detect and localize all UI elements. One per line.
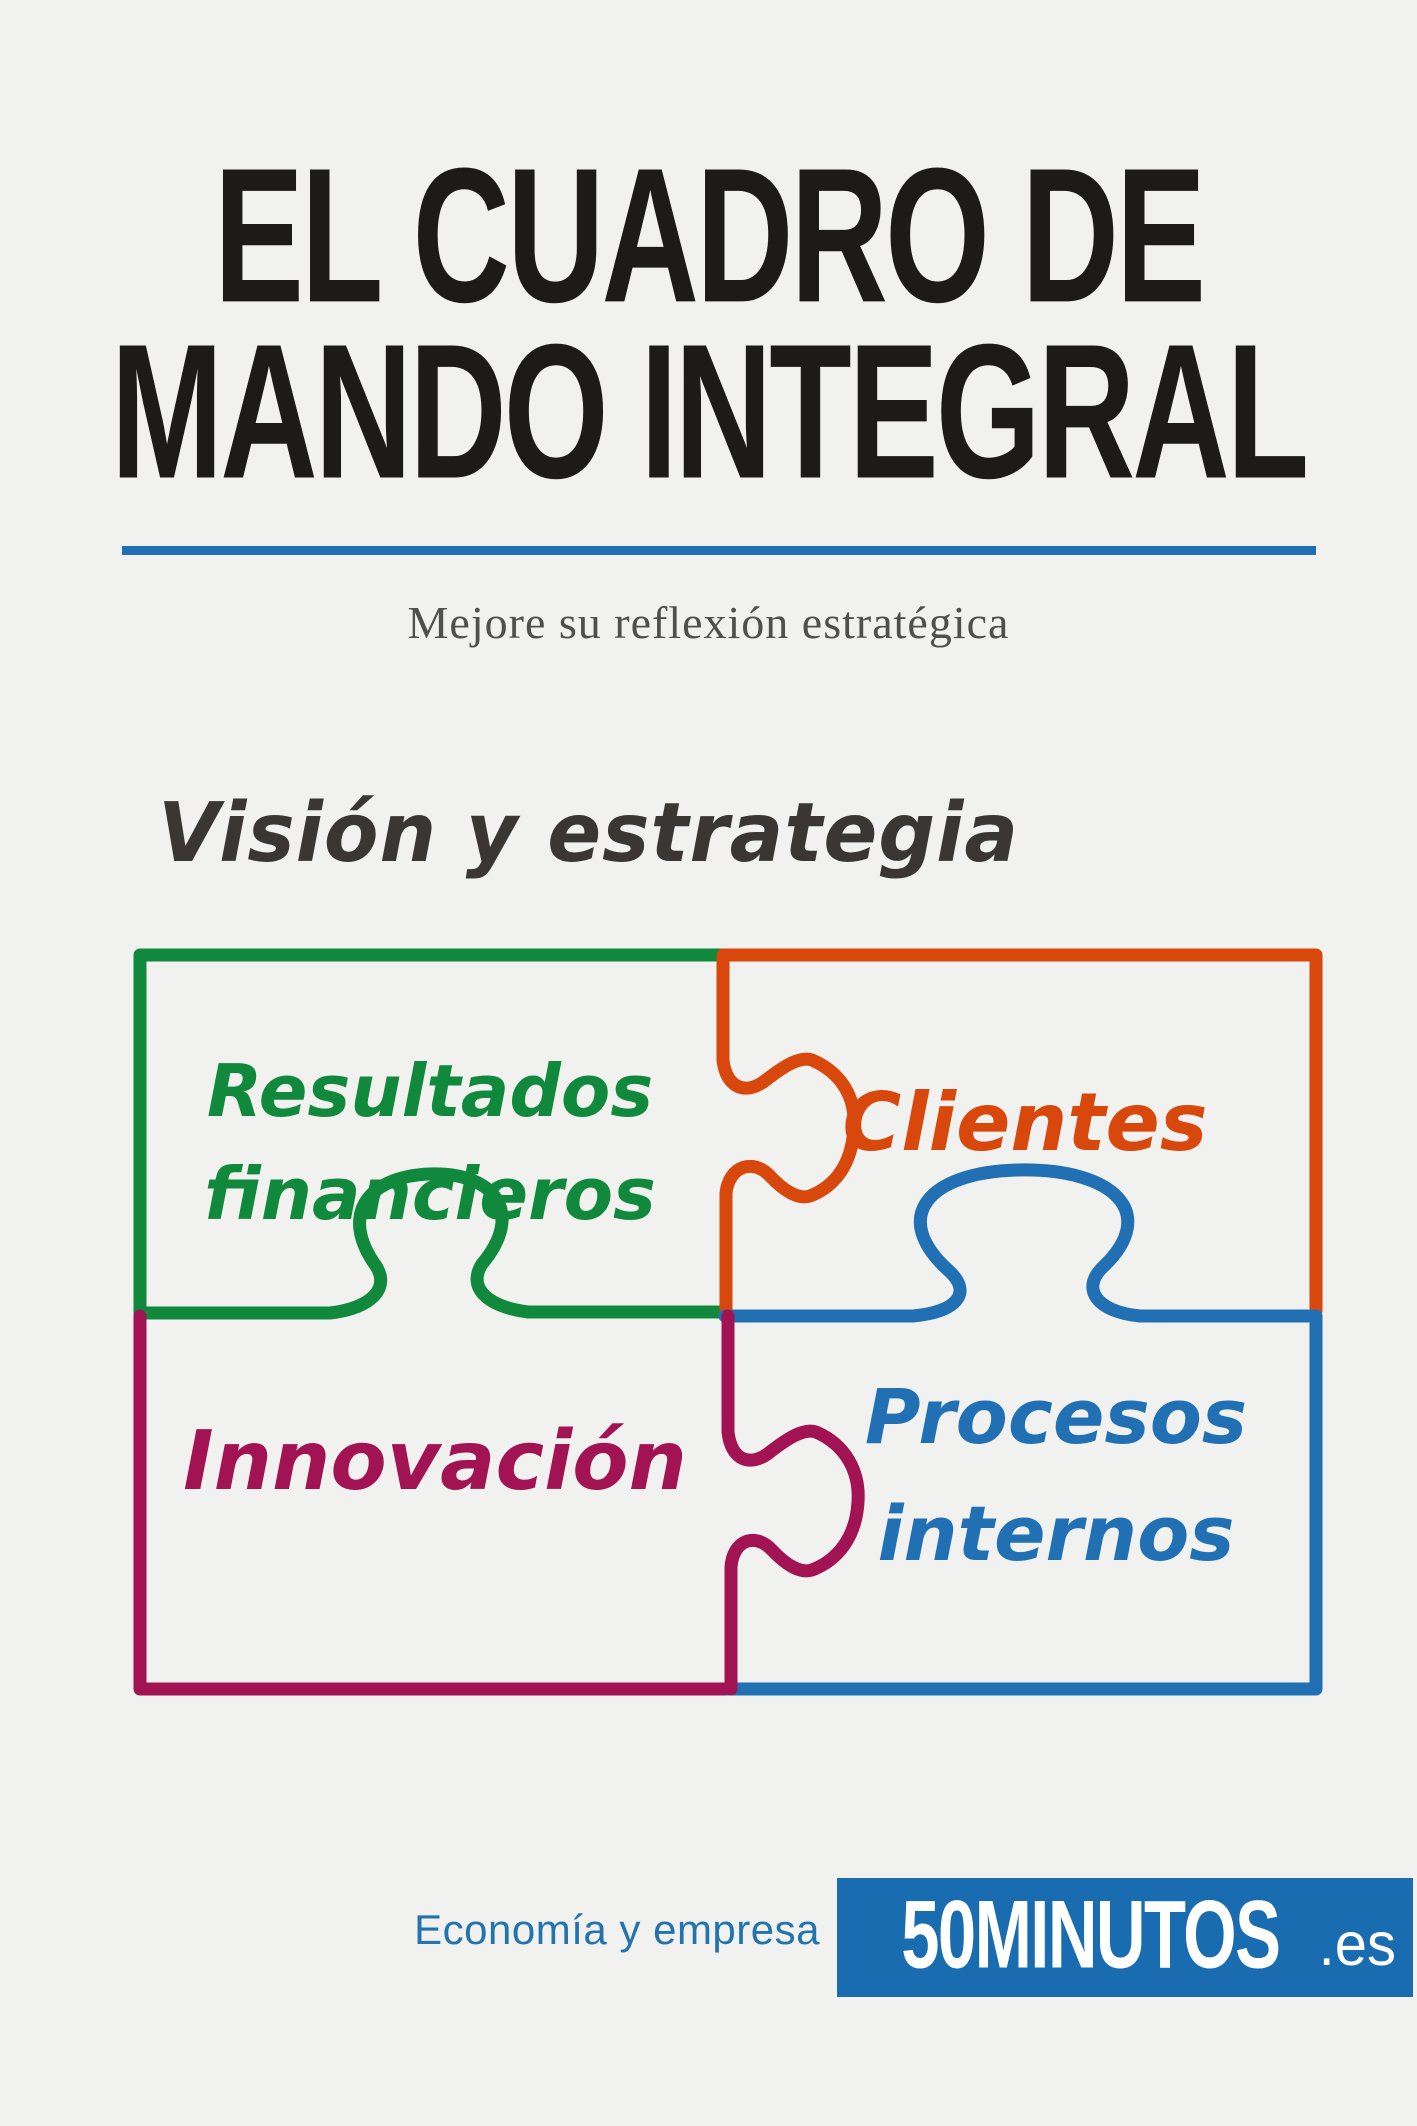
puzzle-label-procesos-line1: Procesos bbox=[864, 1372, 1248, 1461]
book-title-line2: MANDO INTEGRAL bbox=[110, 304, 1309, 519]
publisher-logo-name: 50MINUTOS bbox=[901, 1881, 1281, 1989]
puzzle-label-clientes: Clientes bbox=[842, 1076, 1208, 1169]
puzzle-label-resultados: Resultados financieros bbox=[140, 1040, 720, 1246]
puzzle-label-resultados-line2: financieros bbox=[204, 1152, 656, 1236]
puzzle-piece-outline-procesos bbox=[718, 1163, 1323, 1696]
puzzle-piece-outline-clientes bbox=[716, 948, 1323, 1318]
puzzle-label-innovacion: Innovación bbox=[183, 1414, 687, 1509]
puzzle-label-resultados-line1: Resultados bbox=[206, 1049, 654, 1133]
book-subtitle: Mejore su reflexión estratégica bbox=[407, 597, 1010, 648]
puzzle-label-procesos-line2: internos bbox=[877, 1489, 1235, 1578]
publisher-logo: 50MINUTOS .es bbox=[837, 1878, 1413, 1997]
diagram-heading: Visión y estrategia bbox=[158, 786, 1020, 881]
puzzle-piece-outline-innovacion bbox=[133, 1309, 865, 1696]
book-title-line1: EL CUADRO DE bbox=[213, 128, 1206, 343]
book-title: EL CUADRO DE MANDO INTEGRAL bbox=[0, 128, 1417, 519]
publisher-logo-tld: .es bbox=[1318, 1910, 1396, 1979]
puzzle-label-procesos: Procesos internos bbox=[792, 1358, 1320, 1592]
category-label: Economía y empresa bbox=[414, 1906, 820, 1953]
puzzle-piece-outline-resultados bbox=[133, 948, 728, 1320]
title-divider-rule bbox=[122, 546, 1316, 555]
